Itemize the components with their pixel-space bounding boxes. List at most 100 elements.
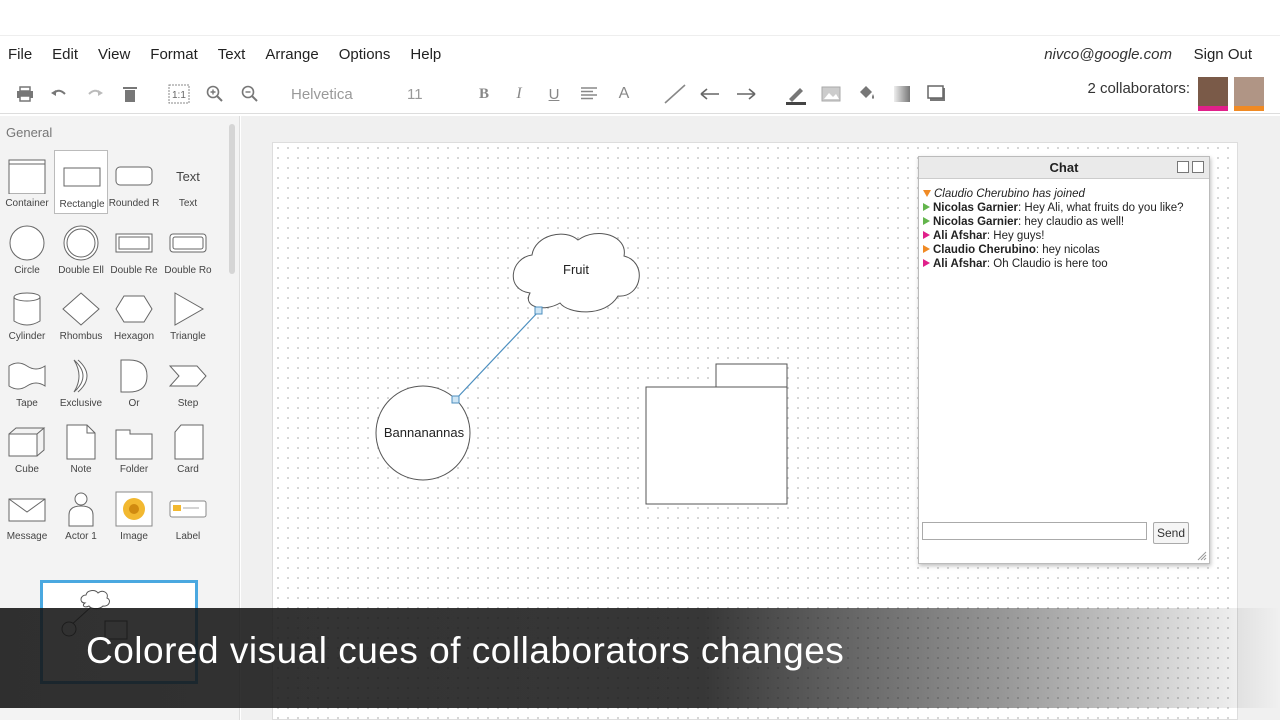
container-shape-icon [8, 158, 46, 194]
collaborator-avatar-2[interactable] [1234, 77, 1264, 111]
shape-label: Rounded R [108, 198, 160, 209]
shape-label: Actor 1 [65, 531, 97, 542]
actor-shape-icon [62, 491, 100, 527]
underline-icon[interactable]: U [548, 85, 560, 103]
shape-folder[interactable]: Folder [107, 416, 161, 480]
shape-or[interactable]: Or [107, 350, 161, 414]
line-color-icon[interactable] [784, 74, 808, 114]
cube-shape-icon [8, 424, 46, 460]
chat-text: : Hey guys! [986, 230, 1045, 242]
chat-message: Claudio Cherubino has joined [923, 187, 1203, 201]
connector-line-icon[interactable] [662, 74, 688, 114]
menu-help[interactable]: Help [410, 45, 442, 63]
shape-rectangle[interactable]: Rectangle [54, 150, 108, 214]
resize-grip-icon[interactable] [1197, 551, 1207, 561]
align-icon[interactable] [578, 74, 600, 114]
shape-circle[interactable]: Circle [0, 217, 54, 281]
circle-shape[interactable] [375, 385, 471, 481]
bold-icon[interactable]: B [478, 85, 489, 102]
undo-icon[interactable] [48, 74, 70, 114]
rounded-rectangle-shape-icon [115, 158, 153, 194]
zoom-in-icon[interactable] [204, 74, 226, 114]
cloud-label: Fruit [563, 262, 589, 277]
delete-icon[interactable] [119, 74, 141, 114]
edge-handle-start[interactable] [451, 395, 460, 404]
arrow-start-icon[interactable] [698, 74, 722, 114]
shape-triangle[interactable]: Triangle [161, 283, 215, 347]
actual-size-icon[interactable]: 1:1 [167, 74, 191, 114]
shadow-icon[interactable] [926, 74, 948, 114]
image-icon[interactable] [820, 74, 842, 114]
chat-title: Chat [919, 157, 1209, 179]
chat-author: Nicolas Garnier [933, 216, 1019, 228]
sidebar-scrollbar[interactable] [229, 124, 235, 274]
shape-exclusive[interactable]: Exclusive [54, 350, 108, 414]
shape-hexagon[interactable]: Hexagon [107, 283, 161, 347]
shape-rhombus[interactable]: Rhombus [54, 283, 108, 347]
shape-actor[interactable]: Actor 1 [54, 483, 108, 547]
gradient-icon[interactable] [891, 74, 913, 114]
font-color-icon[interactable]: A [618, 85, 630, 102]
chat-text: : Hey Ali, what fruits do you like? [1018, 202, 1184, 214]
shape-label: Label [175, 531, 201, 542]
zoom-out-icon[interactable] [239, 74, 261, 114]
shape-double-rectangle[interactable]: Double Re [107, 217, 161, 281]
chat-message: Nicolas Garnier: hey claudio as well! [923, 215, 1203, 229]
shape-double-rounded[interactable]: Double Ro [161, 217, 215, 281]
chat-text: has joined [1032, 188, 1085, 200]
shape-label: Or [128, 398, 140, 409]
shape-note[interactable]: Note [54, 416, 108, 480]
shape-image[interactable]: Image [107, 483, 161, 547]
sidebar-section-title[interactable]: General [6, 125, 53, 140]
shape-cylinder[interactable]: Cylinder [0, 283, 54, 347]
shape-label: Rhombus [59, 331, 103, 342]
shape-rounded-rectangle[interactable]: Rounded R [107, 150, 161, 214]
circle-shape-icon [8, 225, 46, 261]
menu-format[interactable]: Format [150, 45, 198, 63]
menu-arrange[interactable]: Arrange [265, 45, 319, 63]
font-size-select[interactable]: 11 [407, 85, 423, 103]
image-shape-icon [115, 491, 153, 527]
minimize-icon[interactable] [1177, 161, 1189, 173]
folder-shape[interactable] [645, 386, 788, 505]
menu-text[interactable]: Text [217, 45, 246, 63]
italic-icon[interactable]: I [516, 85, 522, 102]
connector-edge[interactable] [455, 310, 540, 400]
shape-tape[interactable]: Tape [0, 350, 54, 414]
menu-file[interactable]: File [8, 45, 33, 63]
cloud-shape[interactable] [512, 232, 640, 313]
double-rectangle-shape-icon [115, 225, 153, 261]
rhombus-shape-icon [62, 291, 100, 327]
edge-handle-end[interactable] [534, 306, 543, 315]
menu-edit[interactable]: Edit [52, 45, 79, 63]
shape-step[interactable]: Step [161, 350, 215, 414]
maximize-icon[interactable] [1192, 161, 1204, 173]
collaborator-avatar-1[interactable] [1198, 77, 1228, 111]
shape-card[interactable]: Card [161, 416, 215, 480]
exclusive-shape-icon [62, 358, 100, 394]
sign-out-link[interactable]: Sign Out [1193, 45, 1252, 63]
font-family-select[interactable]: Helvetica [291, 85, 353, 103]
fill-color-icon[interactable] [855, 74, 879, 114]
shape-cube[interactable]: Cube [0, 416, 54, 480]
shape-label: Double Ro [164, 265, 212, 276]
user-email: nivco@google.com [1044, 45, 1172, 63]
card-shape-icon [169, 424, 207, 460]
collaborator-marker-icon [923, 231, 930, 239]
shape-message[interactable]: Message [0, 483, 54, 547]
arrow-end-icon[interactable] [734, 74, 758, 114]
menu-options[interactable]: Options [338, 45, 391, 63]
redo-icon[interactable] [84, 74, 106, 114]
print-icon[interactable] [14, 74, 36, 114]
send-button[interactable]: Send [1153, 522, 1189, 544]
shape-double-ellipse[interactable]: Double Ell [54, 217, 108, 281]
menu-view[interactable]: View [98, 45, 131, 63]
shape-container[interactable]: Container [0, 150, 54, 214]
folder-tab[interactable] [715, 363, 788, 388]
chat-input[interactable] [922, 522, 1147, 540]
shape-label[interactable]: Label [161, 483, 215, 547]
svg-text:1:1: 1:1 [172, 90, 186, 101]
